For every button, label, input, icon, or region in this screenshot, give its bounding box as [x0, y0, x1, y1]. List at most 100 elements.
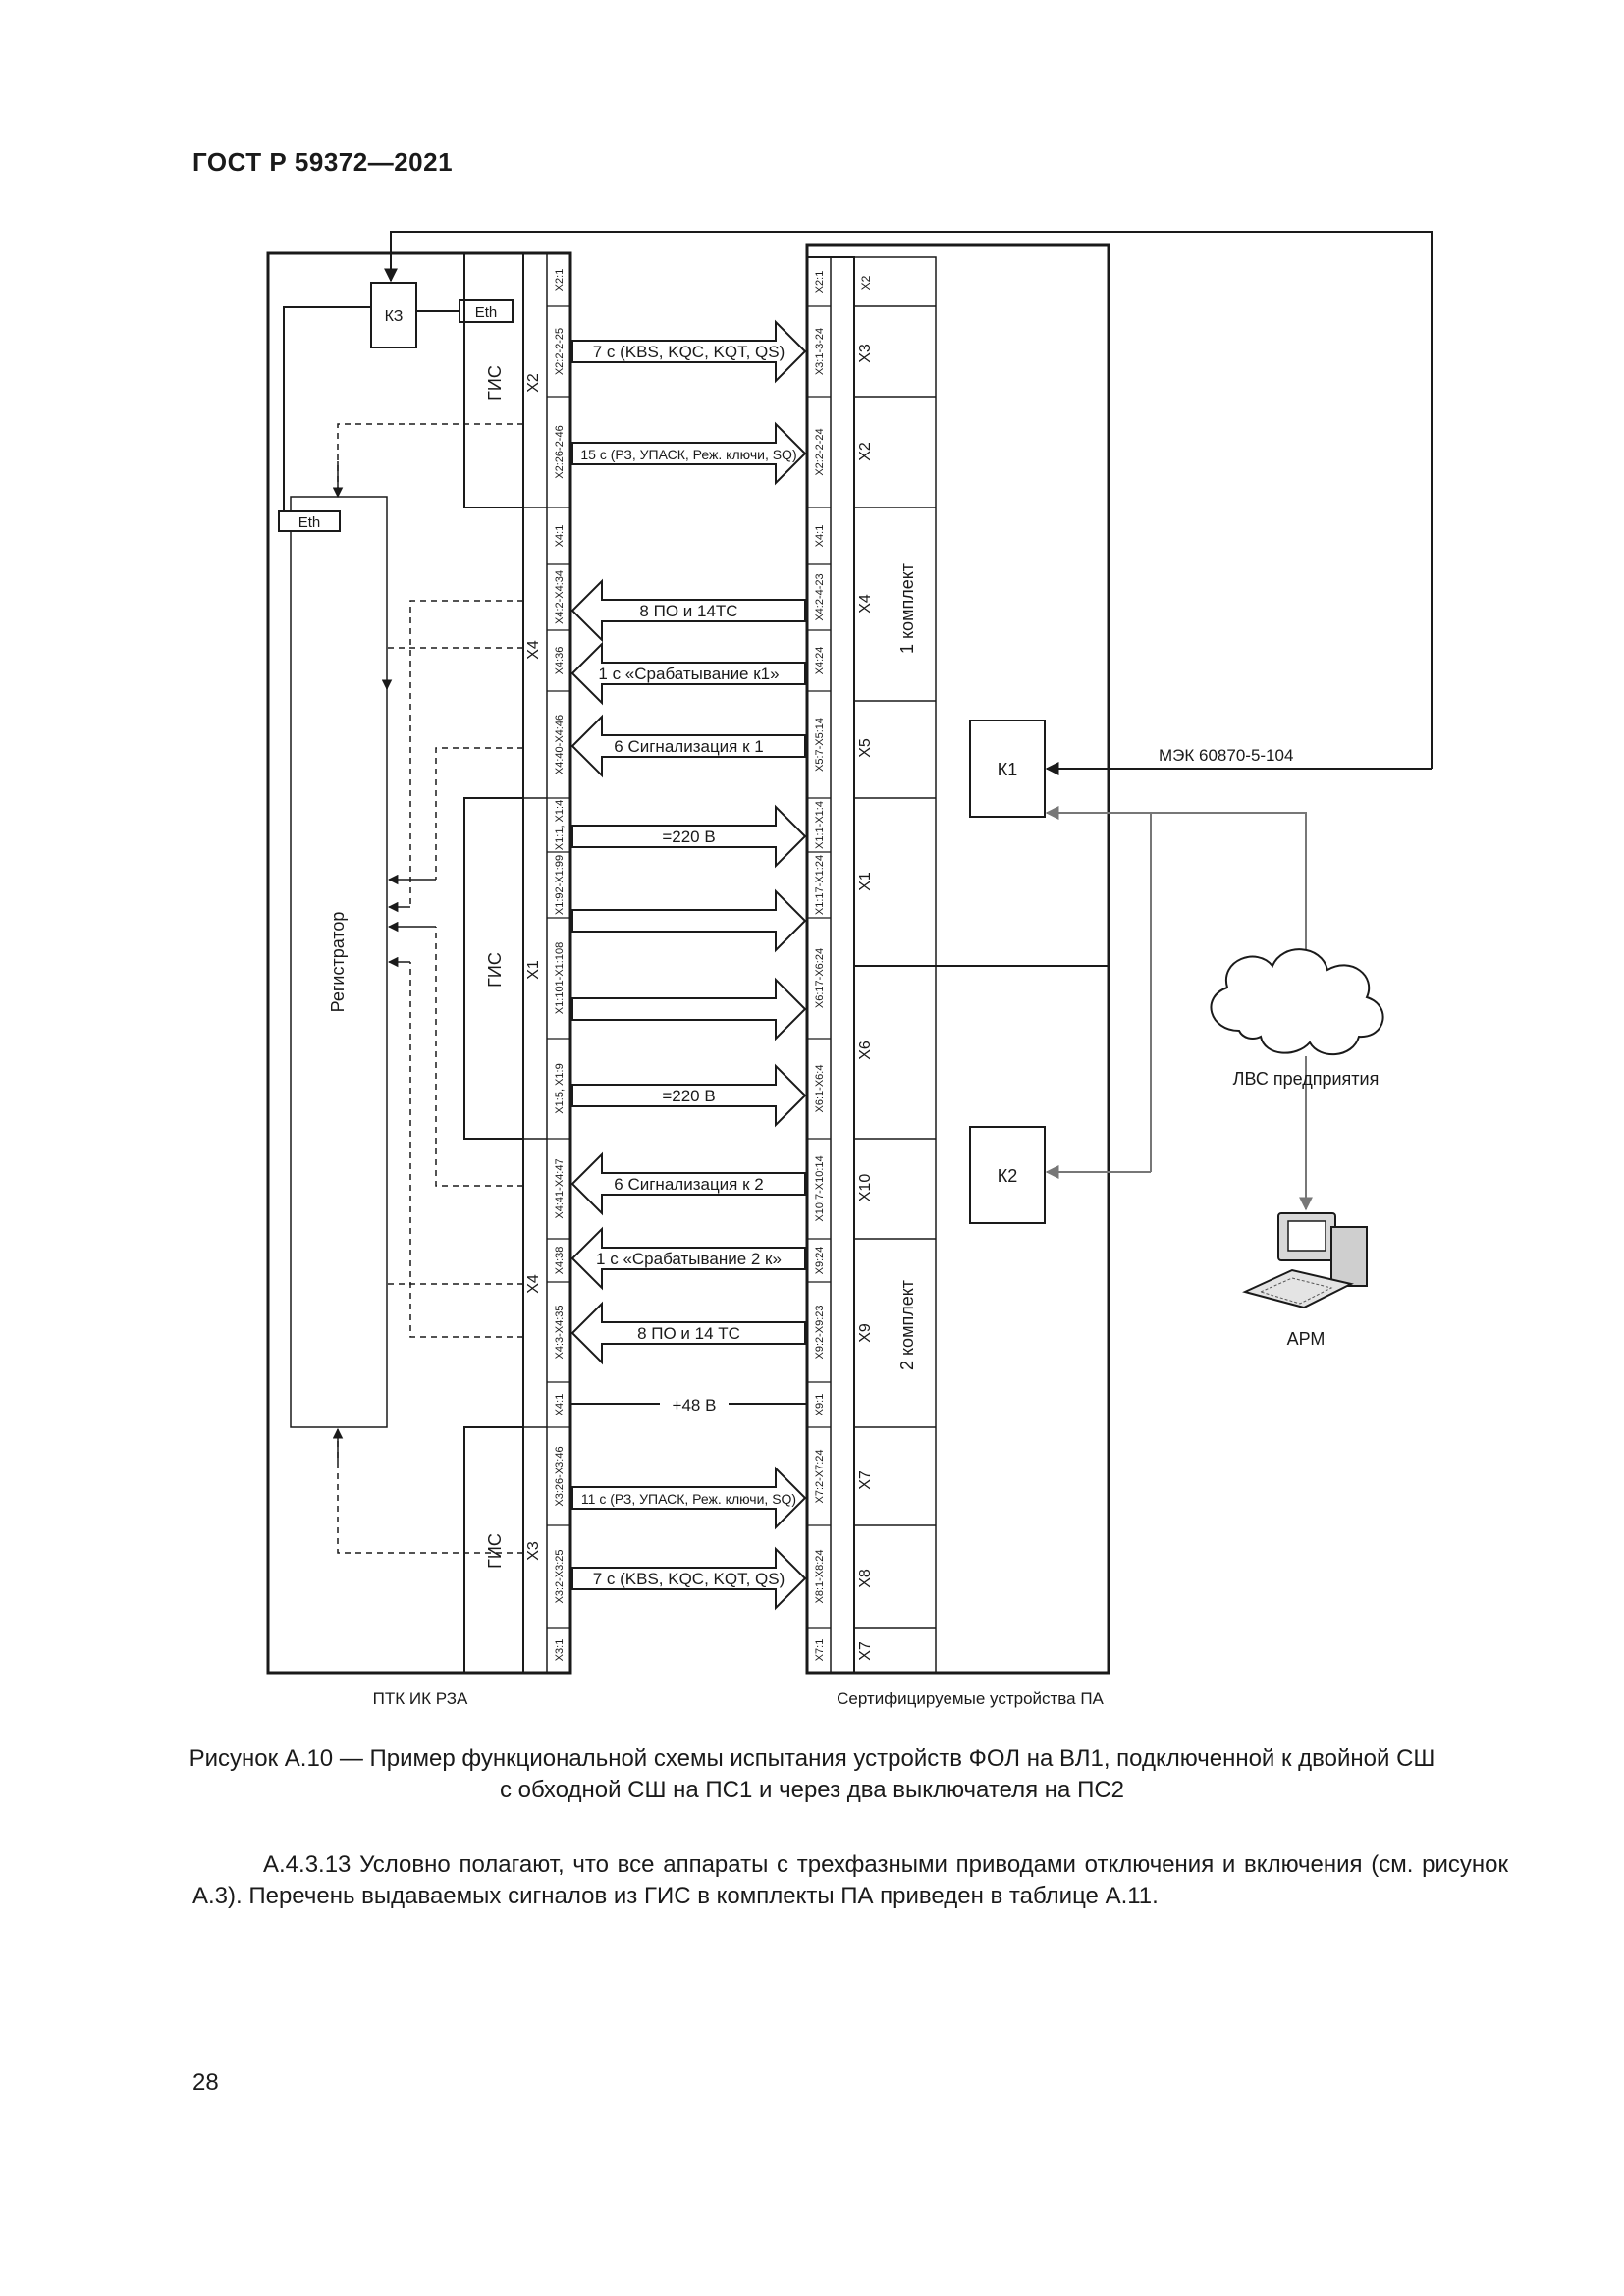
signal-plus48: +48 В	[673, 1396, 717, 1415]
body-paragraph: А.4.3.13 Условно полагают, что все аппар…	[192, 1851, 1508, 1909]
left-terminal: X2:1	[554, 269, 566, 292]
r-group-x7-bottom: X7	[857, 1641, 874, 1661]
gis-mid-block	[463, 797, 523, 1140]
left-terminal: X2:26-2-46	[554, 425, 566, 478]
document-header: ГОСТ Р 59372—2021	[192, 147, 454, 177]
left-terminal: X4:1	[554, 525, 566, 548]
right-terminal: X7:2-X7:24	[814, 1449, 826, 1503]
left-terminal: X1:5, X1:9	[554, 1063, 566, 1113]
signal-label: =220 В	[662, 1087, 715, 1105]
left-terminal: X1:101-X1:108	[554, 942, 566, 1014]
kz-block	[370, 282, 417, 348]
left-terminal: X1:92-X1:99	[554, 855, 566, 915]
left-terminal: X4:38	[554, 1247, 566, 1275]
left-terminal: X3:1	[554, 1639, 566, 1662]
gis-top-label: ГИС	[485, 365, 505, 400]
left-terminal: X3:26-X3:46	[554, 1446, 566, 1506]
r-group-x5: X5	[857, 738, 874, 758]
right-terminal: X9:1	[814, 1394, 826, 1416]
right-terminal: X4:2-4-23	[814, 573, 826, 620]
lan-label: ЛВС предприятия	[1233, 1069, 1380, 1089]
feedback-line	[390, 231, 1433, 769]
right-terminal: X3:1-3-24	[814, 328, 826, 375]
signal-arrow	[570, 1301, 806, 1365]
signal-arrow	[571, 1063, 807, 1128]
signal-arrow	[571, 804, 807, 869]
right-system-label: Сертифицируемые устройства ПА	[837, 1689, 1104, 1708]
signal-label: 8 ПО и 14 ТС	[637, 1324, 740, 1343]
left-terminal: X2:2-2-25	[554, 328, 566, 375]
right-terminal: X8:1-X8:24	[814, 1549, 826, 1603]
arm-label: АРМ	[1287, 1329, 1326, 1349]
left-terminal: X1:1, X1:4	[554, 800, 566, 850]
signal-label: 8 ПО и 14ТС	[639, 602, 737, 620]
kz-label: КЗ	[385, 308, 404, 325]
right-terminal: X7:1	[814, 1639, 826, 1662]
r-group-x4: X4	[857, 594, 874, 614]
signal-arrow	[570, 1151, 806, 1216]
x2-connector-label: X2	[525, 373, 542, 393]
lan-cloud-icon	[1210, 948, 1384, 1056]
right-terminal: X2:2-2-24	[814, 428, 826, 475]
set-1-label: 1 комплект	[897, 563, 917, 654]
signal-label: =220 В	[662, 828, 715, 846]
right-terminal: X2:1	[814, 271, 826, 294]
gis-top-block	[463, 253, 523, 508]
gis-bot-block	[463, 1426, 523, 1673]
left-terminal: X4:40-X4:46	[554, 715, 566, 774]
left-terminal: X3:2-X3:25	[554, 1549, 566, 1603]
signal-arrow	[571, 888, 807, 953]
signal-label: 1 с «Срабатывание к1»	[598, 665, 779, 683]
protocol-label: МЭК 60870-5-104	[1159, 746, 1293, 765]
left-terminal: X4:36	[554, 647, 566, 675]
right-terminal: X6:1-X6:4	[814, 1065, 826, 1113]
computer-icon	[1242, 1212, 1368, 1309]
left-system-label: ПТК ИК РЗА	[373, 1689, 468, 1708]
signal-label: 7 с (KBS, KQC, KQT, QS)	[593, 343, 785, 361]
x3-connector-label: X3	[525, 1541, 542, 1561]
x1-connector-label: X1	[525, 960, 542, 980]
r-group-x9: X9	[857, 1323, 874, 1343]
signal-arrow	[571, 977, 807, 1041]
eth-reg-block	[278, 510, 341, 532]
right-terminal: X5:7-X5:14	[814, 718, 826, 772]
signal-arrow	[570, 714, 806, 778]
signal-arrow	[571, 319, 807, 384]
right-terminal: X4:1	[814, 525, 826, 548]
signal-label: 6 Сигнализация к 2	[614, 1175, 763, 1194]
left-terminal: X4:2-X4:34	[554, 570, 566, 624]
r-group-x3: X3	[857, 344, 874, 363]
signal-arrow	[571, 1466, 807, 1530]
k2-block	[969, 1126, 1046, 1224]
r-group-x7: X7	[857, 1470, 874, 1490]
gis-mid-label: ГИС	[485, 952, 505, 988]
signal-label: 6 Сигнализация к 1	[614, 737, 763, 756]
right-terminal: X10:7-X10:14	[814, 1155, 826, 1221]
x4-lower-connector-label: X4	[525, 1274, 542, 1294]
signal-label: 15 с (РЗ, УПАСК, Реж. ключи, SQ)	[580, 447, 796, 462]
functional-diagram: X2:1X2:2-2-25X2:26-2-46X4:1X4:2-X4:34X4:…	[266, 231, 1433, 1708]
signal-arrow	[570, 1226, 806, 1291]
signal-arrow	[570, 641, 806, 706]
k1-block	[969, 720, 1046, 818]
gis-bot-label: ГИС	[485, 1533, 505, 1569]
r-group-x8: X8	[857, 1569, 874, 1588]
k1-label: К1	[998, 760, 1018, 779]
r-group-x6: X6	[857, 1041, 874, 1060]
figure-caption: Рисунок А.10 — Пример функциональной схе…	[157, 1743, 1467, 1806]
signal-label: 7 с (KBS, KQC, KQT, QS)	[593, 1570, 785, 1588]
r-group-x2-top: X2	[859, 275, 873, 290]
right-system-frame	[805, 243, 1110, 1675]
signal-label: 1 с «Срабатывание 2 к»	[596, 1250, 782, 1268]
r-group-x1: X1	[857, 872, 874, 891]
left-terminal: X4:1	[554, 1394, 566, 1416]
right-terminal: X9:24	[814, 1247, 826, 1275]
set-2-label: 2 комплект	[897, 1280, 917, 1370]
caption-line-1: Рисунок А.10 — Пример функциональной схе…	[189, 1745, 1435, 1772]
eth-top-label: Eth	[475, 304, 498, 321]
right-terminal: X6:17-X6:24	[814, 948, 826, 1008]
right-terminal: X1:1-X1:4	[814, 801, 826, 849]
signal-arrow	[570, 578, 806, 643]
eth-reg-label: Eth	[298, 514, 321, 531]
caption-line-2: с обходной СШ на ПС1 и через два выключа…	[499, 1777, 1125, 1803]
